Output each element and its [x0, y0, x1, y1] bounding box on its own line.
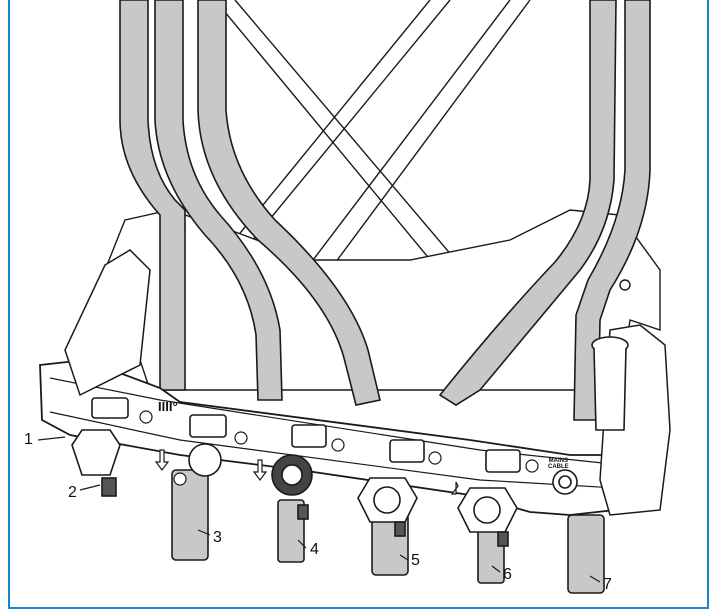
mains-label-line-2: CABLE: [548, 464, 569, 470]
mains-label-line-1: MAINS: [548, 458, 568, 464]
callout-6: 6: [503, 566, 512, 583]
heating-symbol: IIII°: [158, 399, 178, 414]
valve-1: [71, 397, 129, 497]
mains-cable-label: MAINS CABLE: [548, 458, 569, 470]
callout-3: 3: [213, 529, 222, 546]
callout-5: 5: [411, 552, 420, 569]
flow-pipes: [119, 0, 651, 421]
valve-6: [457, 449, 521, 547]
valve-5: [357, 439, 425, 537]
callout-1: 1: [24, 431, 33, 448]
valve-3: [188, 414, 227, 477]
flow-arrows: [154, 449, 459, 495]
callout-4: 4: [310, 541, 319, 558]
screws: [139, 410, 539, 486]
callout-2: 2: [68, 484, 77, 501]
boiler-connection-drawing: [37, 0, 671, 594]
diagram-frame: IIII° MAINS CABLE 1 2 3 4 5 6 7: [8, 0, 709, 609]
mains-cable-gland: [552, 469, 578, 495]
valve-4: [271, 424, 327, 520]
leader-lines: [37, 436, 601, 583]
callout-7: 7: [603, 576, 612, 593]
outlet-pipes: [171, 469, 605, 594]
pump-fitting: [591, 336, 629, 431]
left-bracket: [64, 249, 151, 397]
